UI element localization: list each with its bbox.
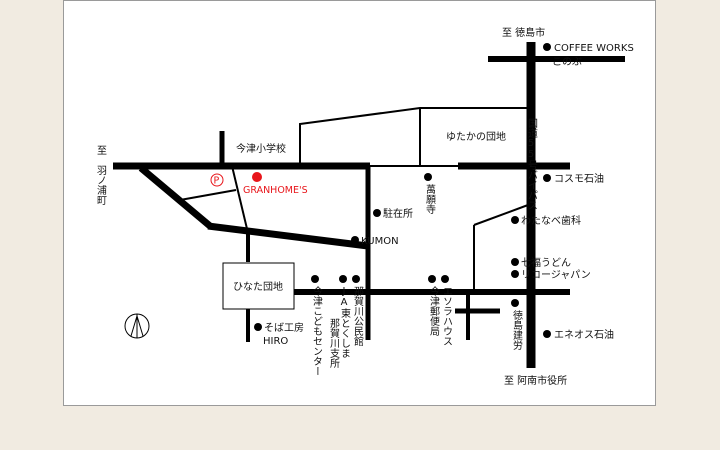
label-konobu: このぶ <box>552 56 582 68</box>
label-naka-gawa-hall: 那賀川公民館 <box>352 286 364 347</box>
soba-dot <box>254 323 262 331</box>
eneos-dot <box>543 330 551 338</box>
watanabe-dot <box>511 216 519 224</box>
chuzaisho-dot <box>373 209 381 217</box>
label-yutaka-danchi: ゆたかの団地 <box>446 130 506 143</box>
label-s-house: エソラハウス <box>441 286 453 346</box>
label-shichifuku: 七福うどん <box>521 256 571 269</box>
label-manganji: 萬願寺 <box>424 183 436 214</box>
parking-symbol: P <box>214 176 220 187</box>
post-office-dot <box>428 275 436 283</box>
diagonal-road-1 <box>138 165 213 229</box>
label-imazu-post-office: 今津郵便局 <box>428 285 440 337</box>
label-coffee-works: COFFEE WORKS <box>554 43 634 54</box>
map-frame <box>63 0 656 406</box>
label-eneos: エネオス石油 <box>554 328 614 341</box>
minor-roads <box>179 107 529 292</box>
label-kumon: KUMON <box>361 236 399 247</box>
north-loop-road <box>299 107 528 166</box>
label-ja-higashi-tokushima: JA東とくしま <box>339 286 351 358</box>
label-imazu-kodomo-center: 今津こどもセンター <box>311 285 323 376</box>
small-diagonal-2 <box>231 165 249 234</box>
label-naka-gawa-branch: 那賀川支所 <box>328 318 340 369</box>
label-cosmo-oil: コスモ石油 <box>554 172 604 185</box>
manganji-dot <box>424 173 432 181</box>
imazu-kodomo-dot <box>311 275 319 283</box>
destination-marker <box>252 172 262 182</box>
coffee-works-dot <box>543 43 551 51</box>
kenro-dot <box>511 299 519 307</box>
ricoh-dot <box>511 270 519 278</box>
north-arrow-icon <box>124 313 150 339</box>
direction-tokushima-city: 至 徳島市 <box>502 26 545 39</box>
watanabe-connector-2 <box>473 204 529 226</box>
small-diagonal-1 <box>179 189 237 201</box>
shichifuku-dot <box>511 258 519 266</box>
direction-anan-city-hall: 至 阿南市役所 <box>504 374 567 387</box>
ja-dot <box>339 275 347 283</box>
label-route55-bypass: 国道55号バイパス <box>526 118 538 210</box>
label-soba-kobo: そば工房 <box>264 321 304 334</box>
label-watanabe: わたなべ歯科 <box>521 214 581 227</box>
major-roads <box>113 42 625 368</box>
label-ricoh: リコージャパン <box>521 269 591 281</box>
label-hinata-danchi: ひなた団地 <box>233 280 283 293</box>
destination-label: GRANHOME'S <box>243 185 308 196</box>
hinata-danchi-box <box>222 262 295 310</box>
cosmo-oil-dot <box>543 174 551 182</box>
kumon-dot <box>351 236 359 244</box>
diagonal-road-2 <box>207 222 369 250</box>
parking-circle <box>210 173 224 187</box>
label-imazu-elementary: 今津小学校 <box>236 142 286 155</box>
label-hiro: HIRO <box>263 336 288 347</box>
label-chuzaisho: 駐在所 <box>383 207 413 220</box>
label-tokushima-kenro: 徳島建労 <box>511 309 523 351</box>
naka-gawa-hall-dot <box>352 275 360 283</box>
direction-hanoura-town: 至 羽ノ浦町 <box>95 145 107 205</box>
landmark-dots <box>254 43 551 338</box>
s-house-dot <box>441 275 449 283</box>
